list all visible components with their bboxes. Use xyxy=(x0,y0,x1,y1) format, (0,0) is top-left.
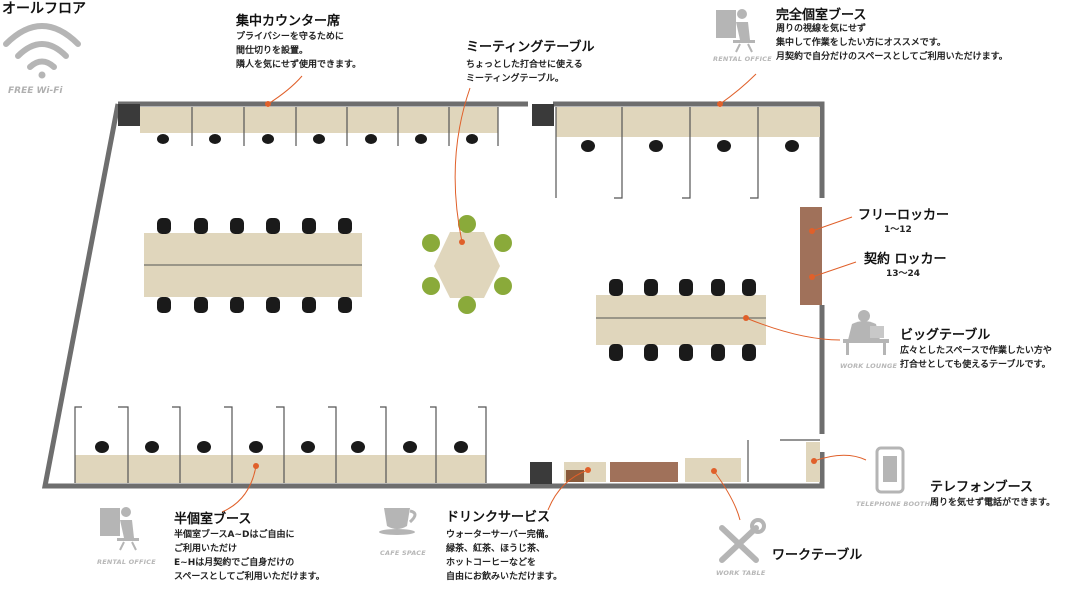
coffee-cup-icon xyxy=(379,508,417,535)
big-table xyxy=(596,279,766,361)
locker-unit xyxy=(800,207,822,305)
desc-line: 隣人を気にせず使用できます。 xyxy=(236,60,362,70)
telephone-booth-caption: TELEPHONE BOOTH xyxy=(856,500,931,508)
desc-line: ご利用いただけ xyxy=(174,544,238,554)
desc-line: 半個室ブースA~Dはご自由に xyxy=(174,530,295,540)
leader-dots xyxy=(253,101,817,474)
long-table xyxy=(144,218,362,313)
pillar xyxy=(118,104,140,126)
pillar xyxy=(530,462,552,484)
counter-seats-title: 集中カウンター席 xyxy=(236,14,341,29)
leader-lines xyxy=(221,73,867,521)
semi-private-booth-area xyxy=(74,406,487,483)
work-table-title: ワークテーブル xyxy=(772,548,863,563)
desc-line: ウォーターサーバー完備。 xyxy=(446,530,554,540)
semi-private-booth-title: 半個室ブース xyxy=(174,512,252,527)
drink-service-title: ドリンクサービス xyxy=(446,510,551,525)
counter-seats-desc: プライバシーを守るために 間仕切りを設置。 隣人を気にせず使用できます。 xyxy=(236,30,361,72)
big-table-title: ビッグテーブル xyxy=(900,328,991,343)
wifi-caption: FREE Wi-Fi xyxy=(8,86,63,96)
wifi-icon xyxy=(3,23,81,79)
semi-private-booth-desc: 半個室ブースA~Dはご自由に ご利用いただけ E~Hは月契約でご自身だけの スペ… xyxy=(174,528,325,584)
desc-line: ホットコーヒーなどを xyxy=(446,558,537,568)
rental-office-caption-bottom: RENTAL OFFICE xyxy=(97,558,156,566)
free-locker-range: 1～12 xyxy=(884,225,912,235)
work-lounge-icon xyxy=(843,310,889,355)
desc-line: プライバシーを守るために xyxy=(236,32,344,42)
desc-line: ちょっとした打合せに使える xyxy=(466,60,583,70)
meeting-table-hex xyxy=(422,215,512,314)
contract-locker-title: 契約 ロッカー xyxy=(864,252,947,267)
desc-line: 周りの視線を気にせず xyxy=(776,24,867,34)
phone-booth-title: テレフォンブース xyxy=(930,480,1033,495)
drink-service-desc: ウォーターサーバー完備。 緑茶、紅茶、ほうじ茶、 ホットコーヒーなどを 自由にお… xyxy=(446,528,562,584)
desc-line: 間仕切りを設置。 xyxy=(236,46,309,56)
meeting-table-title: ミーティングテーブル xyxy=(466,40,595,55)
tools-icon xyxy=(719,518,766,563)
counter-seats-area xyxy=(140,107,499,146)
private-booth-area xyxy=(555,107,820,199)
desc-line: 自由にお飲みいただけます。 xyxy=(446,572,563,582)
phone-booth-desc: 周りを気せず電話ができます。 xyxy=(930,496,1055,510)
rental-office-icon xyxy=(716,9,755,53)
telephone-icon xyxy=(875,446,905,494)
contract-locker-range: 13～24 xyxy=(886,269,921,279)
desc-line: 広々としたスペースで作業したい方や xyxy=(900,346,1052,356)
desc-line: 打合せとしても使えるテーブルです。 xyxy=(900,360,1051,370)
desc-line: E~Hは月契約でご自身だけの xyxy=(174,558,295,568)
desc-line: 緑茶、紅茶、ほうじ茶、 xyxy=(446,544,546,554)
desc-line: 集中して作業をしたい方にオススメです。 xyxy=(776,38,946,48)
floor-title: オールフロア xyxy=(2,1,86,17)
free-locker-title: フリーロッカー xyxy=(858,208,950,223)
work-lounge-caption: WORK LOUNGE xyxy=(840,362,898,370)
telephone-booth-area xyxy=(747,439,820,482)
work-table-caption: WORK TABLE xyxy=(716,569,766,577)
desc-line: 月契約で自分だけのスペースとしてご利用いただけます。 xyxy=(776,52,1008,62)
rental-office-caption: RENTAL OFFICE xyxy=(713,55,772,63)
private-booth-desc: 周りの視線を気にせず 集中して作業をしたい方にオススメです。 月契約で自分だけの… xyxy=(776,22,1008,64)
drink-counter xyxy=(564,462,678,482)
desc-line: 周りを気せず電話ができます。 xyxy=(930,498,1056,508)
meeting-table-desc: ちょっとした打合せに使える ミーティングテーブル。 xyxy=(466,58,583,86)
big-table-desc: 広々としたスペースで作業したい方や 打合せとしても使えるテーブルです。 xyxy=(900,344,1052,372)
cafe-space-caption: CAFE SPACE xyxy=(380,549,426,557)
private-booth-title: 完全個室ブース xyxy=(776,8,867,23)
pillar xyxy=(532,104,554,126)
floor-walls xyxy=(41,101,825,489)
desc-line: ミーティングテーブル。 xyxy=(466,74,564,84)
desc-line: スペースとしてご利用いただけます。 xyxy=(174,572,325,582)
rental-office-icon-bottom xyxy=(100,507,139,551)
